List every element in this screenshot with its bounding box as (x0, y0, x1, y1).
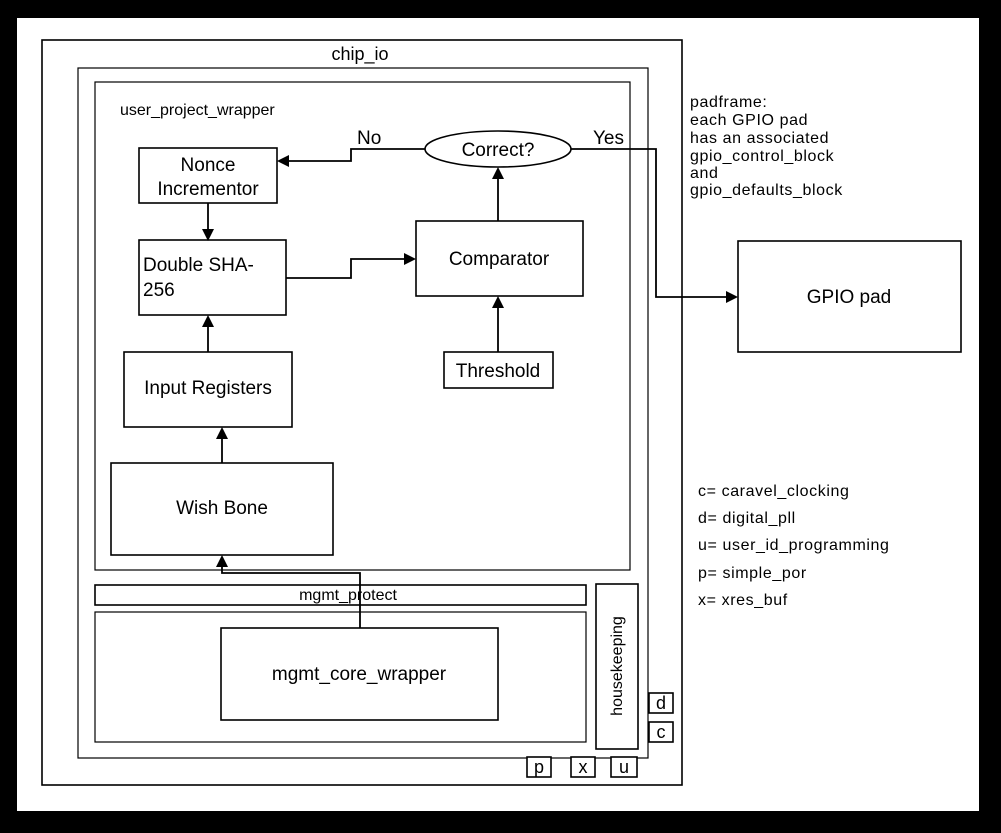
correct-label: Correct? (462, 140, 535, 161)
block-d-label: d (656, 693, 666, 713)
block-x-label: x (579, 757, 588, 777)
block-u (610, 756, 638, 778)
arrow-comparator-to-correct (492, 167, 504, 179)
mgmt-area-frame (94, 611, 587, 743)
diagram-page: chip_io user_project_wrapper Nonce Incre… (17, 18, 979, 811)
mgmt-protect-label: mgmt_protect (299, 587, 397, 604)
housekeeping-box (595, 583, 639, 750)
input-registers-box (123, 351, 293, 428)
user-project-wrapper-frame (94, 81, 631, 571)
double-sha-line1: Double SHA- (143, 255, 254, 276)
no-label: No (357, 128, 381, 149)
double-sha-line2: 256 (143, 280, 175, 301)
legend-c: c= caravel_clocking (698, 483, 849, 500)
legend-d: d= digital_pll (698, 510, 796, 527)
arrow-input-to-sha (202, 315, 214, 327)
arrow-sha-to-comparator (404, 253, 416, 265)
legend-p: p= simple_por (698, 565, 807, 582)
mgmt-core-wrapper-box (220, 627, 499, 721)
inner-frame (77, 67, 649, 759)
mgmt-protect-box (94, 584, 587, 606)
padframe-note-line5: and (690, 165, 719, 182)
padframe-note-line3: has an associated (690, 130, 829, 147)
nonce-incrementor-line1: Nonce (181, 155, 236, 176)
block-p-label: p (534, 757, 544, 777)
padframe-note-line6: gpio_defaults_block (690, 182, 843, 199)
block-c (648, 721, 674, 743)
legend-u: u= user_id_programming (698, 537, 890, 554)
threshold-box (443, 351, 554, 389)
user-project-wrapper-label: user_project_wrapper (120, 102, 275, 119)
nonce-incrementor-line2: Incrementor (157, 179, 259, 200)
block-p (526, 756, 552, 778)
block-c-label: c (657, 722, 666, 742)
arrow-core-to-wishbone (216, 555, 228, 567)
padframe-note-line4: gpio_control_block (690, 148, 835, 165)
gpio-pad-label: GPIO pad (807, 287, 892, 308)
double-sha-box (138, 239, 287, 316)
wire-sha-to-comparator (286, 258, 408, 279)
threshold-label: Threshold (456, 361, 541, 382)
legend-x: x= xres_buf (698, 592, 788, 609)
comparator-label: Comparator (449, 249, 550, 270)
housekeeping-label: housekeeping (609, 616, 626, 716)
comparator-box (415, 220, 584, 297)
yes-label: Yes (593, 128, 624, 149)
chip-io-label: chip_io (331, 44, 388, 65)
block-x (570, 756, 596, 778)
padframe-note-line2: each GPIO pad (690, 112, 808, 129)
wire-yes-to-gpio (571, 148, 730, 298)
mgmt-core-wrapper-label: mgmt_core_wrapper (272, 664, 447, 685)
arrow-nonce-to-sha (202, 229, 214, 241)
wish-bone-box (110, 462, 334, 556)
padframe-note-line1: padframe: (690, 94, 767, 111)
wire-no-to-nonce (285, 148, 425, 162)
input-registers-label: Input Registers (144, 378, 272, 399)
arrow-threshold-to-comparator (492, 296, 504, 308)
block-d (648, 692, 674, 714)
arrow-wishbone-to-input (216, 427, 228, 439)
wire-core-to-wishbone (221, 563, 361, 628)
arrow-no-to-nonce (277, 155, 289, 167)
arrow-yes-to-gpio (726, 291, 738, 303)
block-u-label: u (619, 757, 629, 777)
wish-bone-label: Wish Bone (176, 498, 268, 519)
gpio-pad-box (737, 240, 962, 353)
